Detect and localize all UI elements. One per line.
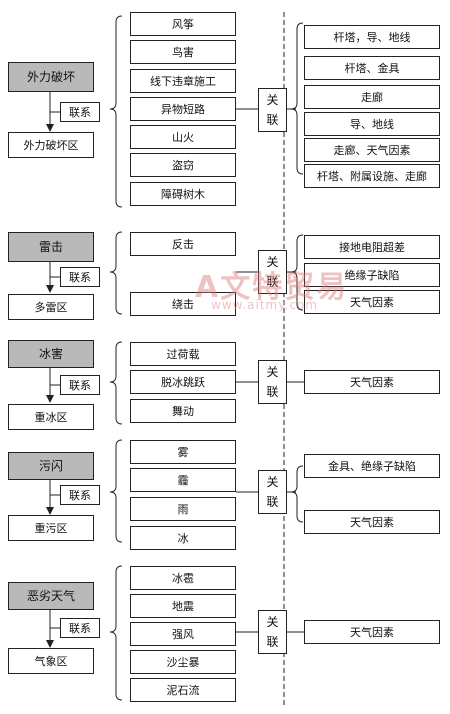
link-label-3: 联系 — [60, 375, 100, 395]
cause-box: 脱冰跳跃 — [130, 370, 236, 394]
effect-box: 天气因素 — [304, 370, 440, 394]
cause-box: 异物短路 — [130, 97, 236, 121]
arrow-head-4 — [46, 507, 54, 515]
cause-box: 冰雹 — [130, 566, 236, 590]
cause-box: 冰 — [130, 526, 236, 550]
link-label-5: 联系 — [60, 618, 100, 638]
cause-box: 绕击 — [130, 292, 236, 316]
cause-box: 盗窃 — [130, 153, 236, 177]
effect-box: 接地电阻超差 — [304, 235, 440, 259]
cause-box: 线下违章施工 — [130, 69, 236, 93]
relation-char: 关 — [266, 93, 279, 107]
effect-box: 杆塔、金具 — [304, 56, 440, 80]
cause-box: 泥石流 — [130, 678, 236, 702]
left-brace-5 — [109, 565, 123, 701]
effect-box: 绝缘子缺陷 — [304, 263, 440, 287]
zone-box-3: 重冰区 — [8, 404, 94, 430]
effect-box: 天气因素 — [304, 290, 440, 314]
effect-box: 杆塔、附属设施、走廊 — [304, 164, 440, 188]
left-brace-4 — [109, 439, 123, 543]
left-brace-3 — [109, 341, 123, 425]
cause-box: 强风 — [130, 622, 236, 646]
relation-box-1: 关 联 — [258, 88, 287, 132]
arrow-head-2 — [46, 285, 54, 293]
effect-box: 走廊 — [304, 85, 440, 109]
category-box-ice: 冰害 — [8, 340, 94, 368]
cause-box: 过荷载 — [130, 342, 236, 366]
right-brace-4 — [290, 465, 304, 523]
effect-box: 走廊、天气因素 — [304, 138, 440, 162]
category-box-severe-weather: 恶劣天气 — [8, 582, 94, 610]
zone-box-4: 重污区 — [8, 515, 94, 541]
left-brace-1 — [109, 15, 123, 208]
relation-char: 联 — [266, 113, 279, 127]
cause-box: 霾 — [130, 468, 236, 492]
relation-char: 联 — [266, 385, 279, 399]
zone-box-1: 外力破坏区 — [8, 132, 94, 158]
effect-box: 天气因素 — [304, 510, 440, 534]
cause-box: 地震 — [130, 594, 236, 618]
category-box-external-damage: 外力破坏 — [8, 62, 94, 92]
relation-box-3: 关 联 — [258, 360, 287, 404]
cause-box: 雨 — [130, 497, 236, 521]
relation-char: 联 — [266, 275, 279, 289]
cause-box: 沙尘暴 — [130, 650, 236, 674]
right-brace-2 — [290, 234, 304, 311]
cause-box: 风筝 — [130, 12, 236, 36]
right-brace-1 — [290, 22, 304, 175]
category-box-pollution-flashover: 污闪 — [8, 452, 94, 480]
relation-box-5: 关 联 — [258, 610, 287, 654]
relation-char: 关 — [266, 475, 279, 489]
cause-box: 雾 — [130, 440, 236, 464]
relation-char: 联 — [266, 495, 279, 509]
relation-char: 关 — [266, 255, 279, 269]
arrow-head-5 — [46, 640, 54, 648]
link-label-4: 联系 — [60, 485, 100, 505]
arrow-head-1 — [46, 124, 54, 132]
effect-box: 导、地线 — [304, 112, 440, 136]
relation-char: 关 — [266, 365, 279, 379]
zone-box-2: 多雷区 — [8, 294, 94, 320]
cause-box: 障碍树木 — [130, 182, 236, 206]
relation-box-2: 关 联 — [258, 250, 287, 294]
category-box-lightning: 雷击 — [8, 232, 94, 262]
effect-box: 金具、绝缘子缺陷 — [304, 454, 440, 478]
cause-box: 鸟害 — [130, 40, 236, 64]
effect-box: 天气因素 — [304, 620, 440, 644]
relation-char: 关 — [266, 615, 279, 629]
cause-box: 反击 — [130, 232, 236, 256]
relation-char: 联 — [266, 635, 279, 649]
link-label-1: 联系 — [60, 102, 100, 122]
arrow-head-3 — [46, 395, 54, 403]
relation-box-4: 关 联 — [258, 470, 287, 514]
link-label-2: 联系 — [60, 267, 100, 287]
cause-box: 舞动 — [130, 399, 236, 423]
effect-box: 杆塔，导、地线 — [304, 25, 440, 49]
cause-box: 山火 — [130, 125, 236, 149]
left-brace-2 — [109, 231, 123, 315]
zone-box-5: 气象区 — [8, 648, 94, 674]
